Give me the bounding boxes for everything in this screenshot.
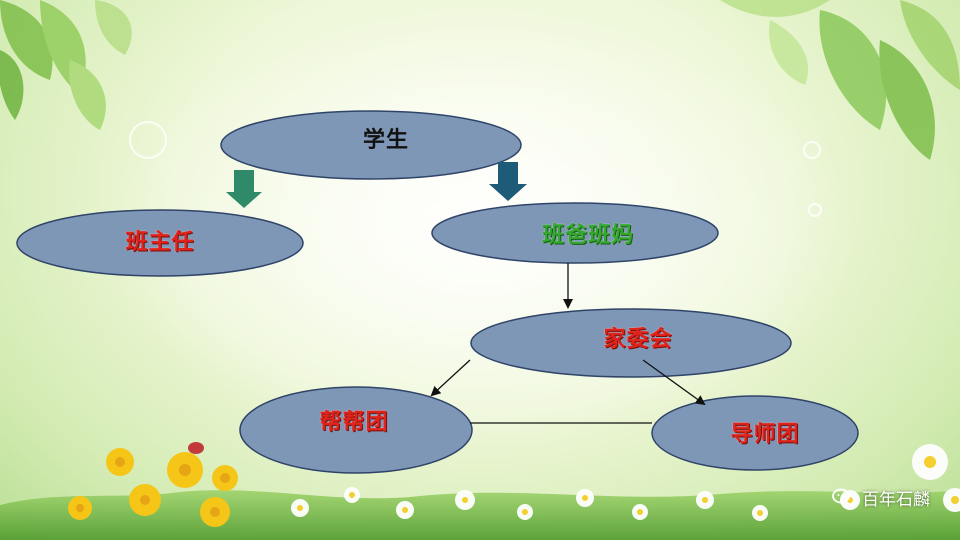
block-arrow-to-parents [489, 162, 527, 201]
watermark: 百年石麟 [832, 485, 930, 510]
node-label-parents: 班爸班妈 [541, 223, 635, 248]
org-diagram [16, 110, 859, 474]
node-label-mentor-group: 导师团 [730, 422, 800, 447]
node-help-group [239, 386, 473, 474]
leaves-top-right [720, 0, 960, 160]
node-mentor-group [651, 395, 859, 471]
node-head-teacher [16, 209, 304, 277]
grass-flowers [0, 442, 960, 540]
node-student [220, 110, 522, 180]
node-parents [431, 202, 719, 264]
node-parent-committee [470, 308, 792, 378]
node-label-student: 学生 [362, 128, 410, 153]
block-arrow-to-head-teacher [226, 170, 262, 208]
edge-committee-to-mentor-group [642, 359, 706, 406]
watermark-text: 百年石麟 [862, 490, 930, 510]
node-label-head-teacher: 班主任 [125, 230, 195, 255]
node-label-help-group: 帮帮团 [319, 410, 389, 435]
bubbles [129, 121, 822, 217]
node-label-parent-committee: 家委会 [603, 327, 673, 352]
wechat-icon [832, 488, 856, 507]
leaves-top-left [0, 0, 132, 130]
edge-committee-to-help-group [430, 359, 471, 397]
